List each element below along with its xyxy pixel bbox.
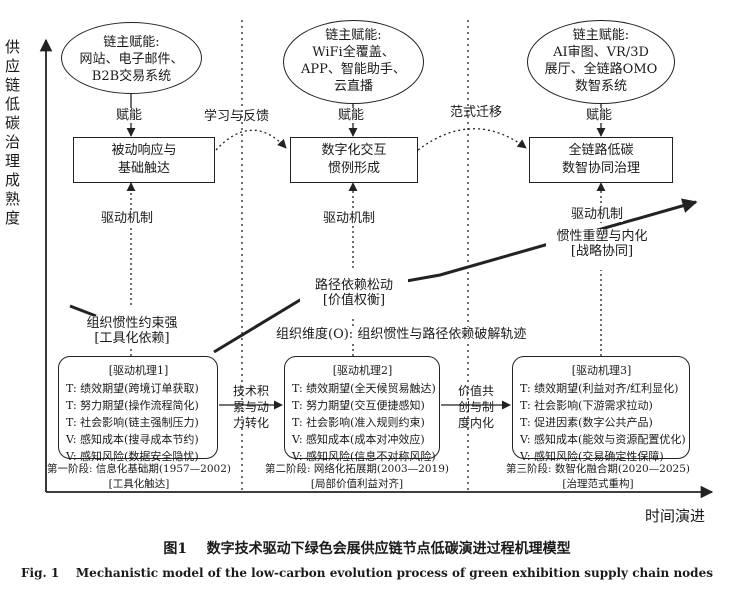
mechanism-item: T: 社会影响(准入规则约束) xyxy=(292,416,425,429)
transition-label-paradigm: 范式迁移 xyxy=(450,105,503,120)
transition-curve-1 xyxy=(215,129,287,151)
transition-line: 度内化 xyxy=(457,416,494,430)
mechanism-item: T: 努力期望(操作流程简化) xyxy=(66,399,199,412)
stage-label-1: 第一阶段: 信息化基础期(1957—2002) [工具化触达] xyxy=(44,462,234,492)
y-axis-char: 应 xyxy=(5,57,21,75)
trajectory-dash xyxy=(69,304,97,318)
mechanism-item: T: 绩效期望(全天候贸易触达) xyxy=(292,382,436,395)
y-axis-char: 供 xyxy=(5,38,21,56)
stage-box-line: 惯例形成 xyxy=(327,161,380,176)
mechanism-item: V: 感知成本(能效与资源配置优化) xyxy=(520,433,686,446)
y-axis-char: 链 xyxy=(5,76,21,94)
stage-label-line: [治理范式重构] xyxy=(562,478,634,490)
drive-label-3: 驱动机制 xyxy=(571,207,624,223)
stage-box-line: 被动响应与 xyxy=(111,143,177,158)
oval-line: 数智系统 xyxy=(574,79,627,94)
empowerment-oval-3: 链主赋能: AI审图、VR/3D 展厅、全链路OMO 数智系统 xyxy=(527,20,675,104)
stage-box-line: 全链路低碳 xyxy=(568,143,634,158)
stage-box-line: 基础触达 xyxy=(117,161,170,176)
x-axis-label: 时间演进 xyxy=(645,507,706,525)
transition-line: 累与动 xyxy=(232,400,269,414)
stage-label-line: 第一阶段: 信息化基础期(1957—2002) xyxy=(46,463,231,475)
mechanism-item: V: 感知风险(信息不对称风险) xyxy=(292,450,436,463)
transition-line: 创与制 xyxy=(457,400,494,414)
transition-line: 价值共 xyxy=(457,384,494,398)
mechanism-item: T: 促进因素(数字公共产品) xyxy=(520,416,653,429)
caption-chinese: 图1 数字技术驱动下绿色会展供应链节点低碳演进过程机理模型 xyxy=(163,541,571,557)
stage-box-line: 数智协同治理 xyxy=(561,161,640,176)
mechanism-box-3: [驱动机理3] T: 绩效期望(利益对齐/红利显化) T: 社会影响(下游需求拉… xyxy=(512,356,690,463)
y-axis-char: 理 xyxy=(5,152,21,170)
transition-line: 技术积 xyxy=(232,384,269,398)
stage-label-3: 第三阶段: 数智化融合期(2020—2025) [治理范式重构] xyxy=(500,462,696,492)
mechanism-header: [驱动机理2] xyxy=(332,364,393,377)
inertia-line: 路径依赖松动 xyxy=(300,278,408,294)
y-axis-char: 度 xyxy=(5,209,21,227)
oval-line: 云直播 xyxy=(333,79,373,94)
organization-dimension-label: 组织维度(O): 组织惯性与路径依赖破解轨迹 xyxy=(274,327,529,343)
caption-english: Fig. 1 Mechanistic model of the low-carb… xyxy=(21,566,713,580)
inertia-label-1: 组织惯性约束强 [工具化依赖] xyxy=(72,316,192,347)
empower-label-3: 赋能 xyxy=(586,108,613,124)
inertia-label-2: 路径依赖松动 [价值权衡] xyxy=(300,278,408,309)
oval-line: WiFi全覆盖、 xyxy=(312,45,395,60)
mechanism-item: T: 努力期望(交互便捷感知) xyxy=(292,399,425,412)
oval-line: 展厅、全链路OMO xyxy=(544,62,658,77)
empower-label-2: 赋能 xyxy=(338,108,365,124)
empowerment-oval-2: 链主赋能: WiFi全覆盖、 APP、智能助手、 云直播 xyxy=(283,20,424,104)
mechanism-item: V: 感知成本(成本对冲效应) xyxy=(292,433,425,446)
inertia-line: [工具化依赖] xyxy=(72,331,192,347)
transition-curve-2 xyxy=(417,128,527,151)
drive-label-2: 驱动机制 xyxy=(323,211,376,227)
mechanism-item: V: 感知成本(搜寻成本节约) xyxy=(66,433,199,446)
y-axis-char: 治 xyxy=(5,133,21,151)
oval-line: APP、智能助手、 xyxy=(301,62,406,77)
empower-label-1: 赋能 xyxy=(116,108,143,124)
y-axis-char: 碳 xyxy=(5,114,21,132)
oval-line: AI审图、VR/3D xyxy=(553,45,649,60)
y-axis-label: 供 应 链 低 碳 治 理 成 熟 度 xyxy=(5,38,25,228)
oval-line: 链主赋能: xyxy=(103,35,160,50)
oval-line: 网站、电子邮件、 xyxy=(79,52,184,67)
y-axis-char: 低 xyxy=(5,95,21,113)
mechanism-item: T: 社会影响(链主强制压力) xyxy=(66,416,199,429)
bottom-transition-label-2: 价值共 创与制 度内化 xyxy=(455,383,497,431)
mechanism-item: T: 社会影响(下游需求拉动) xyxy=(520,399,653,412)
y-axis-char: 成 xyxy=(5,171,21,189)
mechanism-box-1: [驱动机理1] T: 绩效期望(跨境订单获取) T: 努力期望(操作流程简化) … xyxy=(58,356,218,463)
mechanism-item: T: 绩效期望(跨境订单获取) xyxy=(66,382,199,395)
stage-label-line: [局部价值利益对齐] xyxy=(310,478,404,490)
stage-label-2: 第二阶段: 网络化拓展期(2003—2019) [局部价值利益对齐] xyxy=(262,462,452,492)
oval-line: B2B交易系统 xyxy=(91,69,172,84)
oval-line: 链主赋能: xyxy=(325,28,382,43)
inertia-line: 组织惯性约束强 xyxy=(72,316,192,332)
bottom-transition-label-1: 技术积 累与动 力转化 xyxy=(230,383,272,431)
empowerment-oval-1: 链主赋能: 网站、电子邮件、 B2B交易系统 xyxy=(61,22,202,94)
stage-label-line: 第三阶段: 数智化融合期(2020—2025) xyxy=(505,463,690,475)
stage-box-line: 数字化交互 xyxy=(321,143,387,158)
stage-label-line: 第二阶段: 网络化拓展期(2003—2019) xyxy=(264,463,449,475)
stage-box-2: 数字化交互 惯例形成 xyxy=(290,137,418,183)
drive-label-1: 驱动机制 xyxy=(101,211,154,227)
mechanism-item: V: 感知风险(数据安全隐忧) xyxy=(66,450,199,463)
mechanism-header: [驱动机理1] xyxy=(108,364,169,377)
y-axis-char: 熟 xyxy=(5,190,21,208)
inertia-line: 惯性重塑与内化 xyxy=(546,229,658,245)
inertia-line: [战略协同] xyxy=(546,244,658,260)
oval-line: 链主赋能: xyxy=(572,28,630,43)
stage-label-line: [工具化触达] xyxy=(108,478,170,490)
stage-box-3: 全链路低碳 数智协同治理 xyxy=(529,137,673,183)
mechanism-box-2: [驱动机理2] T: 绩效期望(全天候贸易触达) T: 努力期望(交互便捷感知)… xyxy=(284,356,440,463)
mechanism-item: V: 感知风险(交易确定性保障) xyxy=(520,450,664,463)
transition-label-learning: 学习与反馈 xyxy=(204,109,270,124)
mechanism-item: T: 绩效期望(利益对齐/红利显化) xyxy=(520,382,679,395)
inertia-label-3: 惯性重塑与内化 [战略协同] xyxy=(546,229,658,260)
inertia-line: [价值权衡] xyxy=(300,293,408,309)
mechanism-header: [驱动机理3] xyxy=(571,364,632,377)
transition-line: 力转化 xyxy=(232,416,269,430)
stage-box-1: 被动响应与 基础触达 xyxy=(73,137,215,183)
